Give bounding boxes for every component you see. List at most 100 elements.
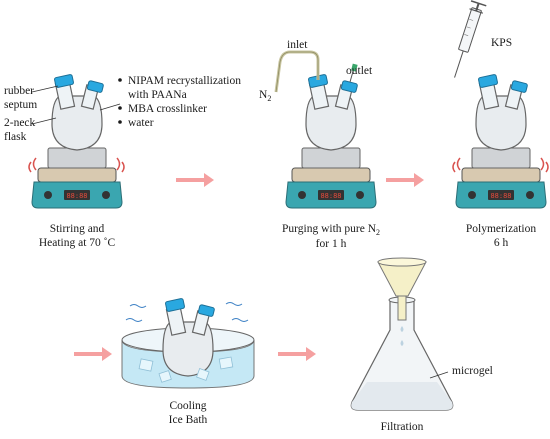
- heat-mark: [116, 157, 121, 171]
- hotplate-stirring: 88:88: [28, 147, 125, 209]
- bullet: [118, 78, 122, 82]
- label-2neck: 2-neck: [4, 117, 36, 129]
- hotplate-knob: [356, 191, 364, 199]
- labels-filtration: microgel Filtration: [381, 365, 493, 433]
- flask-stirring: [51, 74, 104, 151]
- hotplate-top: [37, 167, 117, 183]
- ice-cube: [196, 368, 210, 381]
- display-digits: 88:88: [490, 192, 511, 200]
- hotplate-knob: [468, 191, 476, 199]
- arrow-right: [386, 173, 424, 187]
- label-outlet: outlet: [346, 65, 373, 77]
- flask-body: [162, 321, 214, 377]
- leader-line: [429, 371, 449, 379]
- syringe-plunger: [475, 3, 480, 12]
- arrow-right: [74, 347, 112, 361]
- caption-heating: Heating at 70 ˚C: [39, 237, 116, 249]
- hotplate-display: [488, 190, 514, 200]
- label-inlet: inlet: [287, 39, 308, 51]
- microgel-liquid: [351, 382, 453, 410]
- syringe-flange: [469, 8, 484, 14]
- filtration-setup: [350, 257, 454, 411]
- caption-ice-bath: Ice Bath: [169, 414, 208, 426]
- caption-purging-duration: for 1 h: [316, 238, 347, 250]
- heating-block: [47, 147, 107, 169]
- labels-purging: inlet outlet N2 Purging with pure N2 for…: [259, 39, 380, 250]
- droplet: [400, 326, 404, 332]
- cold-mark: [225, 302, 243, 306]
- ice-cube: [218, 356, 234, 370]
- hotplate-knob: [298, 191, 306, 199]
- funnel-cone: [377, 261, 427, 297]
- caption-polymerization: Polymerization: [466, 223, 537, 235]
- outlet-hub: [351, 63, 358, 72]
- leader-line: [31, 117, 57, 125]
- hotplate-polymerization: 88:88: [452, 147, 549, 209]
- arrow-right: [176, 173, 214, 187]
- labels-cooling: Cooling Ice Bath: [169, 400, 208, 426]
- label-microgel: microgel: [452, 365, 493, 377]
- rubber-septum-cap: [54, 74, 74, 88]
- rubber-septum-cap: [86, 80, 104, 93]
- rubber-septum-cap: [340, 80, 358, 93]
- label-septum: septum: [4, 99, 37, 111]
- inlet-tube-outline: [275, 51, 319, 93]
- bullet: [118, 120, 122, 124]
- labels-stirring: rubber septum 2-neck flask NIPAM recryst…: [4, 75, 241, 249]
- heat-mark: [452, 161, 456, 173]
- label-n2-main: N: [259, 89, 268, 101]
- syringe-tick: [469, 18, 474, 21]
- caption-filtration: Filtration: [381, 421, 424, 433]
- caption-cooling: Cooling: [169, 400, 206, 412]
- flask-cooling: [138, 298, 234, 383]
- syringe-tick: [464, 34, 469, 36]
- caption-purging: Purging with pure N2: [282, 223, 380, 237]
- syringe-tick: [466, 26, 471, 29]
- reagent-item: MBA crosslinker: [128, 103, 207, 115]
- syringe-barrel: [458, 7, 482, 53]
- flask-body: [51, 95, 103, 151]
- caption-purging-sub: 2: [376, 228, 380, 237]
- bullet: [118, 106, 122, 110]
- cold-mark: [129, 304, 147, 308]
- ice-cube: [138, 358, 154, 372]
- labels-polymerization: KPS Polymerization 6 h: [466, 37, 537, 249]
- label-kps: KPS: [491, 37, 512, 49]
- display-digits: 88:88: [320, 192, 341, 200]
- display-digits: 88:88: [66, 192, 87, 200]
- flask-body: [305, 95, 357, 151]
- heat-mark: [28, 161, 32, 173]
- rubber-septum-cap: [478, 74, 498, 88]
- heat-mark: [456, 157, 461, 171]
- rubber-septum-cap: [165, 298, 185, 312]
- arrow-right: [278, 347, 316, 361]
- syringe: [454, 0, 487, 78]
- rubber-septum-cap: [510, 80, 528, 93]
- heat-mark: [545, 161, 549, 173]
- droplet: [400, 340, 404, 346]
- heat-mark: [32, 157, 37, 171]
- label-n2-sub: 2: [267, 94, 271, 103]
- funnel-rim: [377, 257, 427, 267]
- label-flask: flask: [4, 131, 27, 143]
- caption-polymerization-duration: 6 h: [494, 237, 509, 249]
- heating-block: [471, 147, 531, 169]
- label-rubber: rubber: [4, 85, 34, 97]
- syringe-needle: [454, 50, 464, 78]
- ice-cube: [158, 370, 172, 383]
- reagent-item: water: [128, 117, 154, 129]
- hotplate-knob: [44, 191, 52, 199]
- reagent-item: with PAANa: [128, 89, 187, 101]
- flask-polymerization: [475, 74, 528, 151]
- hotplate-display: [318, 190, 344, 200]
- heating-block: [301, 147, 361, 169]
- cold-mark: [125, 318, 143, 322]
- caption-stirring: Stirring and: [50, 223, 105, 235]
- leader-line: [31, 85, 59, 93]
- hotplate-top: [291, 167, 371, 183]
- syringe-handle: [470, 0, 487, 7]
- leader-line: [99, 103, 121, 111]
- hotplate-top: [461, 167, 541, 183]
